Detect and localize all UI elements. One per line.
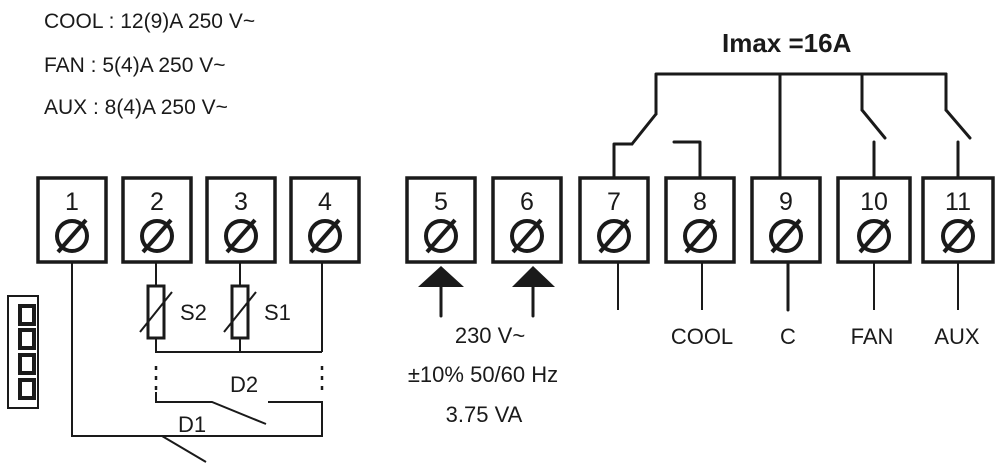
terminal-number: 8 <box>693 188 707 216</box>
terminal-block-3: 3 <box>205 176 277 264</box>
imax-label: Imax =16A <box>722 28 852 58</box>
terminal-block-8: 8 <box>664 176 736 264</box>
terminal-block-4: 4 <box>289 176 361 264</box>
power-arrow-6 <box>512 266 555 318</box>
serial-connector <box>7 295 39 409</box>
sensor-label-s1: S1 <box>264 300 291 325</box>
terminal-block-7: 7 <box>578 176 650 264</box>
power-tolerance: ±10% 50/60 Hz <box>408 362 558 387</box>
terminal-number: 2 <box>150 188 164 216</box>
output-label-fan: FAN <box>851 324 894 349</box>
output-leads <box>617 260 959 312</box>
terminal-number: 5 <box>434 188 448 216</box>
terminal-number: 4 <box>318 188 332 216</box>
terminal-number: 9 <box>779 188 793 216</box>
output-label-cool: COOL <box>671 324 733 349</box>
power-consumption: 3.75 VA <box>446 402 523 427</box>
rating-fan: FAN : 5(4)A 250 V~ <box>44 54 226 77</box>
power-arrow-5 <box>418 266 464 318</box>
terminal-number: 11 <box>945 188 971 216</box>
terminal-block-1: 1 <box>36 176 108 264</box>
input-label-d1: D1 <box>178 412 206 437</box>
terminal-block-5: 5 <box>405 176 477 264</box>
rating-aux: AUX : 8(4)A 250 V~ <box>44 96 228 119</box>
terminal-block-11: 11 <box>921 176 995 264</box>
terminal-block-6: 6 <box>491 176 563 264</box>
power-voltage: 230 V~ <box>455 323 525 348</box>
terminal-block-9: 9 <box>750 176 822 264</box>
terminal-number: 1 <box>65 188 79 216</box>
terminal-number: 7 <box>607 188 621 216</box>
terminal-block-10: 10 <box>836 176 912 264</box>
output-label-c: C <box>780 324 796 349</box>
relay-bus <box>612 72 972 180</box>
terminal-number: 6 <box>520 188 534 216</box>
sensor-s1 <box>223 284 257 340</box>
terminal-number: 3 <box>234 188 248 216</box>
probe-wiring <box>71 262 324 463</box>
terminal-number: 10 <box>860 188 888 216</box>
input-label-d2: D2 <box>230 372 258 397</box>
sensor-label-s2: S2 <box>180 300 207 325</box>
output-label-aux: AUX <box>934 324 980 349</box>
terminal-block-2: 2 <box>121 176 193 264</box>
rating-cool: COOL : 12(9)A 250 V~ <box>44 10 255 33</box>
sensor-s2 <box>139 284 173 340</box>
